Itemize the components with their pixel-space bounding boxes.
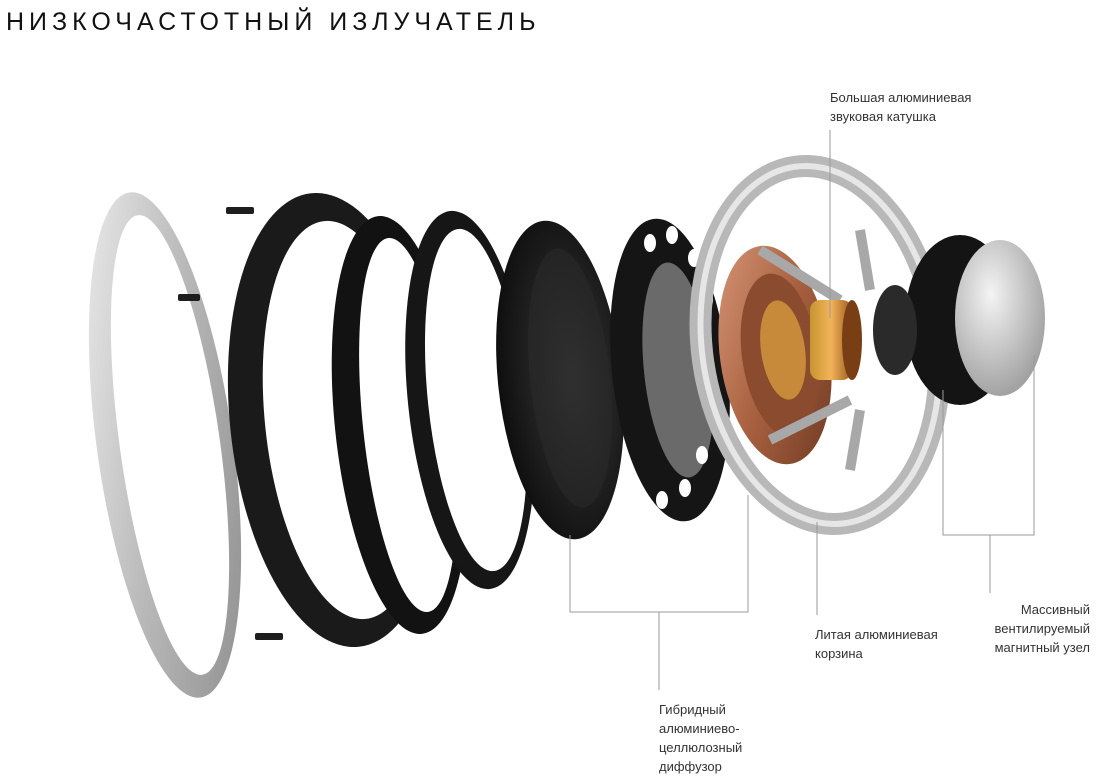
spider-ring <box>610 218 730 522</box>
magnet-assembly <box>873 235 1045 405</box>
trim-ring <box>88 192 242 698</box>
label-magnet-assembly: Массивный вентилируемый магнитный узел <box>994 602 1090 655</box>
copper-former <box>718 245 832 465</box>
callout-line-magnet <box>942 355 1035 536</box>
label-voice-coil: Большая алюминиевая звуковая катушка <box>830 90 972 124</box>
cone-diffuser <box>496 220 624 540</box>
voice-coil <box>810 300 862 380</box>
label-cone: Гибридный алюминиево- целлюлозный диффуз… <box>659 702 743 774</box>
callout-lines <box>569 130 1035 690</box>
label-basket: Литая алюминиевая корзина <box>815 627 938 661</box>
page-title: НИЗКОЧАСТОТНЫЙ ИЗЛУЧАТЕЛЬ <box>6 8 541 36</box>
